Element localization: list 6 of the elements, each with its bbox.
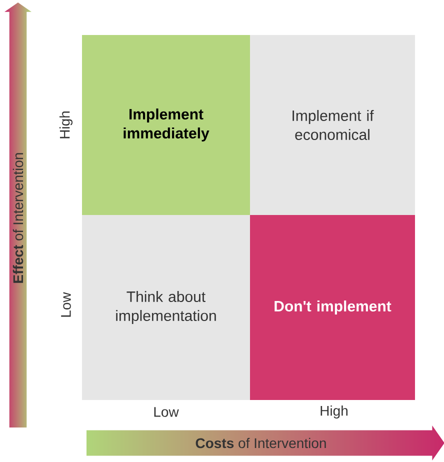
quadrant-box: Implement immediately xyxy=(82,35,250,215)
quadrant-box: Implement if economical xyxy=(250,35,415,215)
axis-arrow: Effect of Intervention xyxy=(12,153,24,283)
quadrant-box: Don't implement xyxy=(250,215,415,400)
axis-arrow: Costs of Intervention xyxy=(196,438,326,448)
quadrant-box: Think about implementation xyxy=(82,215,250,400)
